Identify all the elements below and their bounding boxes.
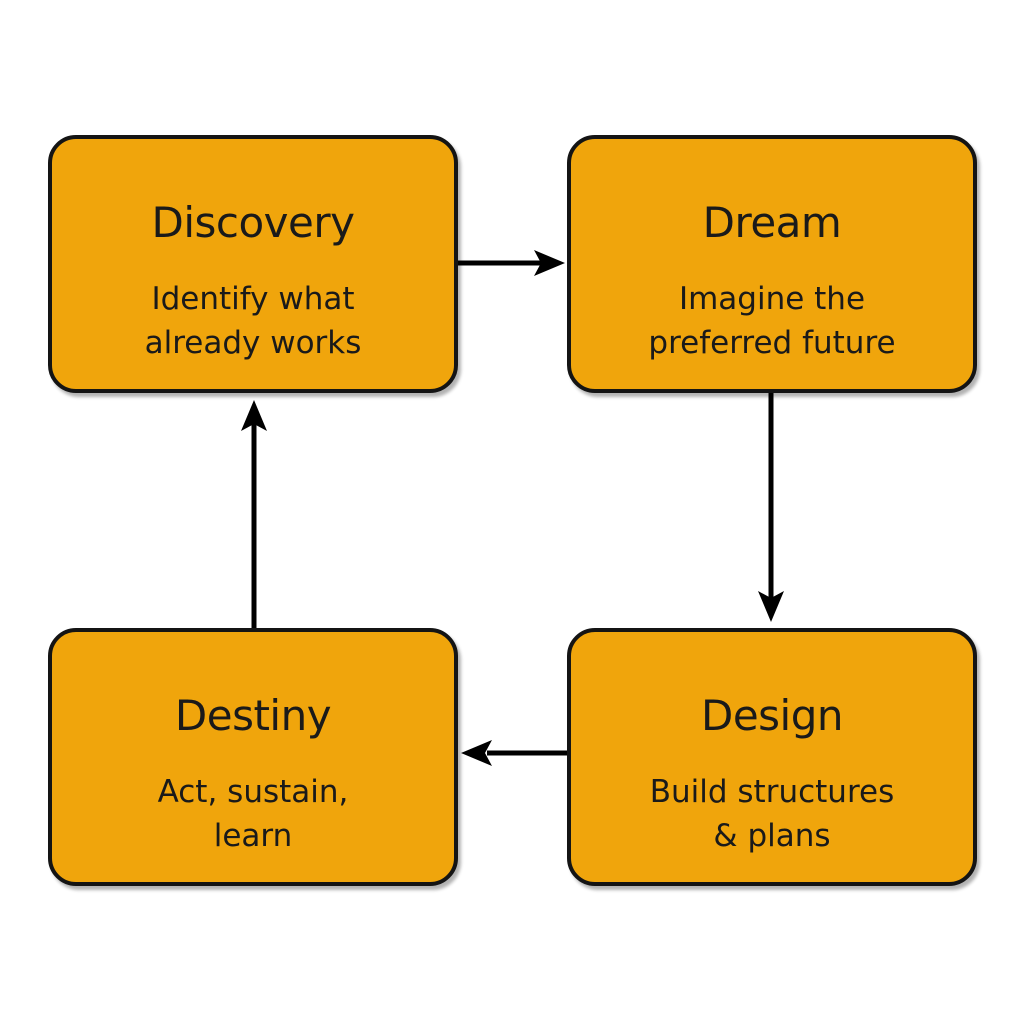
node-destiny-subtitle-line-2: learn — [213, 818, 293, 854]
arrow-destiny-to-discovery — [241, 400, 267, 628]
node-dream-title: Dream — [702, 198, 842, 247]
node-dream-subtitle-line-1: Imagine the — [678, 281, 866, 317]
node-design-title: Design — [700, 691, 844, 740]
arrow-design-to-destiny — [461, 740, 567, 766]
node-discovery-subtitle: Identify what already works — [145, 277, 362, 365]
node-dream-subtitle: Imagine the preferred future — [648, 277, 895, 365]
node-discovery-subtitle-line-1: Identify what — [151, 281, 355, 317]
node-design-subtitle: Build structures & plans — [650, 770, 895, 858]
node-design-subtitle-line-1: Build structures — [649, 774, 895, 810]
node-design-subtitle-line-2: & plans — [713, 818, 831, 854]
node-destiny-subtitle: Act, sustain, learn — [158, 770, 349, 858]
arrow-dream-to-design — [758, 393, 784, 622]
arrow-discovery-to-dream — [458, 250, 565, 276]
node-discovery-title: Discovery — [151, 198, 356, 247]
node-destiny-subtitle-line-1: Act, sustain, — [157, 774, 349, 810]
node-discovery-subtitle-line-2: already works — [144, 325, 362, 361]
node-dream-subtitle-line-2: preferred future — [648, 325, 896, 361]
node-destiny: Destiny Act, sustain, learn — [48, 628, 458, 886]
node-destiny-title: Destiny — [174, 691, 332, 740]
node-design: Design Build structures & plans — [567, 628, 977, 886]
node-discovery: Discovery Identify what already works — [48, 135, 458, 393]
node-dream: Dream Imagine the preferred future — [567, 135, 977, 393]
